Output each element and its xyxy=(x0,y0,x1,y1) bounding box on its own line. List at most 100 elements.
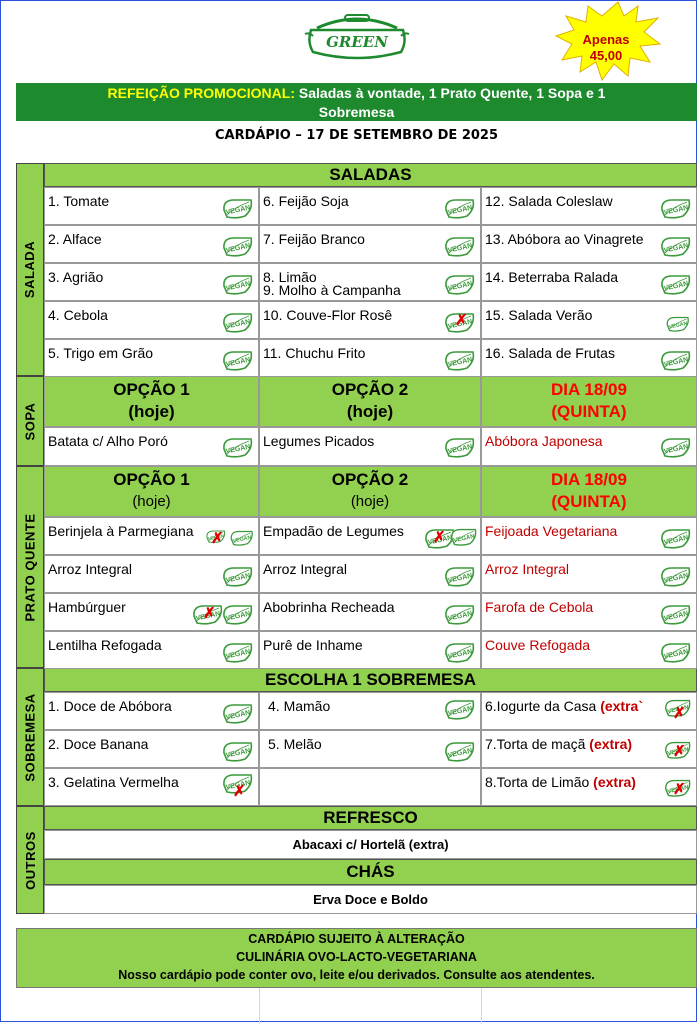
svg-text:VEGAN: VEGAN xyxy=(668,321,688,331)
promo-text-2: Sobremesa xyxy=(318,104,395,120)
vegan-badge-icon: VEGAN xyxy=(223,438,253,458)
vegan-badge-icon: VEGAN xyxy=(193,605,223,625)
x-mark-icon: ✗ xyxy=(673,705,686,722)
vegan-badge-icon: VEGAN xyxy=(223,643,253,663)
dessert-item xyxy=(259,768,481,806)
dessert-item: 4. Mamão xyxy=(259,692,481,730)
vegan-badge-icon: VEGAN xyxy=(661,605,691,625)
dessert-item: 8.Torta de Limão (extra) xyxy=(481,768,697,806)
vegan-badge-icon: VEGAN xyxy=(223,742,253,762)
salad-item: 10. Couve-Flor Rosê xyxy=(259,301,481,339)
side-label-sobremesa: SOBREMESA xyxy=(16,668,44,806)
sheet-gridline xyxy=(481,988,482,1024)
x-mark-icon: ✗ xyxy=(211,530,224,547)
vegan-badge-icon: VEGAN xyxy=(223,237,253,257)
vegan-badge-icon: VEGAN xyxy=(445,275,475,295)
extra-tag: (extra) xyxy=(589,736,633,752)
vegan-badge-icon: VEGAN xyxy=(223,275,253,295)
vegan-badge-icon: VEGAN xyxy=(661,237,691,257)
vegan-badge-icon: VEGAN xyxy=(445,700,475,720)
vegan-badge-icon: VEGAN xyxy=(666,316,689,332)
side-label-sopa: SOPA xyxy=(16,376,44,466)
salad-item: 12. Salada Coleslaw xyxy=(481,187,697,225)
vegan-badge-icon: VEGAN xyxy=(445,199,475,219)
vegan-badge-icon: VEGAN xyxy=(445,605,475,625)
svg-text:VEGAN: VEGAN xyxy=(667,746,690,757)
salad-item: 7. Feijão Branco xyxy=(259,225,481,263)
salad-item: 5. Trigo em Grão xyxy=(44,339,259,377)
vegan-badge-icon: VEGAN xyxy=(661,438,691,458)
vegan-badge-icon: VEGAN xyxy=(661,275,691,295)
vegan-badge-icon: VEGAN xyxy=(451,528,477,546)
chas-header: CHÁS xyxy=(44,859,697,885)
dessert-item: 2. Doce Banana xyxy=(44,730,259,768)
salad-item: 1. Tomate xyxy=(44,187,259,225)
prato-option-header: OPÇÃO 1(hoje) xyxy=(44,466,259,517)
hot-dish-item: Feijoada Vegetariana xyxy=(481,517,697,555)
vegan-badge-icon: VEGAN xyxy=(665,779,691,797)
salad-item: 4. Cebola xyxy=(44,301,259,339)
x-mark-icon: ✗ xyxy=(203,605,216,622)
salad-item-second-line: 9. Molho à Campanha xyxy=(263,282,401,298)
x-mark-icon: ✗ xyxy=(455,312,468,329)
chas-item: Erva Doce e Boldo xyxy=(44,885,697,914)
prato-option-header: OPÇÃO 2(hoje) xyxy=(259,466,481,517)
promo-highlight: REFEIÇÃO PROMOCIONAL: xyxy=(107,85,295,101)
hot-dish-item: Hambúrguer xyxy=(44,593,259,631)
x-mark-icon: ✗ xyxy=(233,783,246,800)
refresco-header: REFRESCO xyxy=(44,806,697,830)
vegan-badge-icon: VEGAN xyxy=(445,313,475,333)
vegan-badge-icon: VEGAN xyxy=(223,774,253,794)
extra-tag: (extra) xyxy=(593,774,636,790)
salad-item: 16. Salada de Frutas xyxy=(481,339,697,377)
hot-dish-item: Arroz Integral xyxy=(259,555,481,593)
footer-notice: CARDÁPIO SUJEITO À ALTERAÇÃO CULINÁRIA O… xyxy=(16,928,697,988)
side-label-outros: OUTROS xyxy=(16,806,44,914)
refresco-item: Abacaxi c/ Hortelã (extra) xyxy=(44,830,697,859)
dessert-item: 7.Torta de maçã (extra) xyxy=(481,730,697,768)
vegan-badge-icon: VEGAN xyxy=(661,643,691,663)
vegan-badge-icon: VEGAN xyxy=(665,699,691,717)
vegan-badge-icon: VEGAN xyxy=(661,529,691,549)
side-label-salada: SALADA xyxy=(16,163,44,376)
footer-line-3: Nosso cardápio pode conter ovo, leite e/… xyxy=(118,968,595,982)
salad-item: 14. Beterraba Ralada xyxy=(481,263,697,301)
vegan-badge-icon: VEGAN xyxy=(661,199,691,219)
hot-dish-item: Purê de Inhame xyxy=(259,631,481,669)
vegan-badge-icon: VEGAN xyxy=(223,704,253,724)
salad-item: 6. Feijão Soja xyxy=(259,187,481,225)
svg-text:VEGAN: VEGAN xyxy=(232,535,252,545)
svg-text:VEGAN: VEGAN xyxy=(667,784,690,795)
x-mark-icon: ✗ xyxy=(673,743,686,760)
soup-item: Legumes Picados xyxy=(259,427,481,466)
vegan-badge-icon: VEGAN xyxy=(223,605,253,625)
salad-item: 13. Abóbora ao Vinagrete xyxy=(481,225,697,263)
svg-text:VEGAN: VEGAN xyxy=(453,533,476,544)
vegan-badge-icon: VEGAN xyxy=(445,351,475,371)
side-label-prato: PRATO QUENTE xyxy=(16,466,44,668)
price-burst: Apenas 45,00 xyxy=(554,1,662,82)
vegan-badge-icon: VEGAN xyxy=(445,567,475,587)
vegan-badge-icon: VEGAN xyxy=(230,530,253,546)
salad-item: 15. Salada Verão xyxy=(481,301,697,339)
vegan-badge-icon: VEGAN xyxy=(223,567,253,587)
dessert-item: 5. Melão xyxy=(259,730,481,768)
vegan-badge-icon: VEGAN xyxy=(223,351,253,371)
dessert-item: 3. Gelatina Vermelha xyxy=(44,768,259,806)
menu-date: CARDÁPIO – 17 DE SETEMBRO DE 2025 xyxy=(214,128,499,143)
vegan-badge-icon: VEGAN xyxy=(223,313,253,333)
hot-dish-item: Arroz Integral xyxy=(44,555,259,593)
x-mark-icon: ✗ xyxy=(433,529,446,546)
svg-text:VEGAN: VEGAN xyxy=(667,704,690,715)
vegan-badge-icon: VEGAN xyxy=(445,237,475,257)
sopa-option-header: DIA 18/09(QUINTA) xyxy=(481,376,697,427)
vegan-badge-icon: VEGAN xyxy=(661,567,691,587)
hot-dish-item: Abobrinha Recheada xyxy=(259,593,481,631)
sobremesa-header: ESCOLHA 1 SOBREMESA xyxy=(44,668,697,692)
extra-tag: (extra` xyxy=(600,698,643,714)
svg-text:VEGAN: VEGAN xyxy=(208,533,225,541)
hot-dish-item: Lentilha Refogada xyxy=(44,631,259,669)
promo-text-1: Saladas à vontade, 1 Prato Quente, 1 Sop… xyxy=(298,85,606,101)
vegan-badge-icon: VEGAN xyxy=(445,643,475,663)
